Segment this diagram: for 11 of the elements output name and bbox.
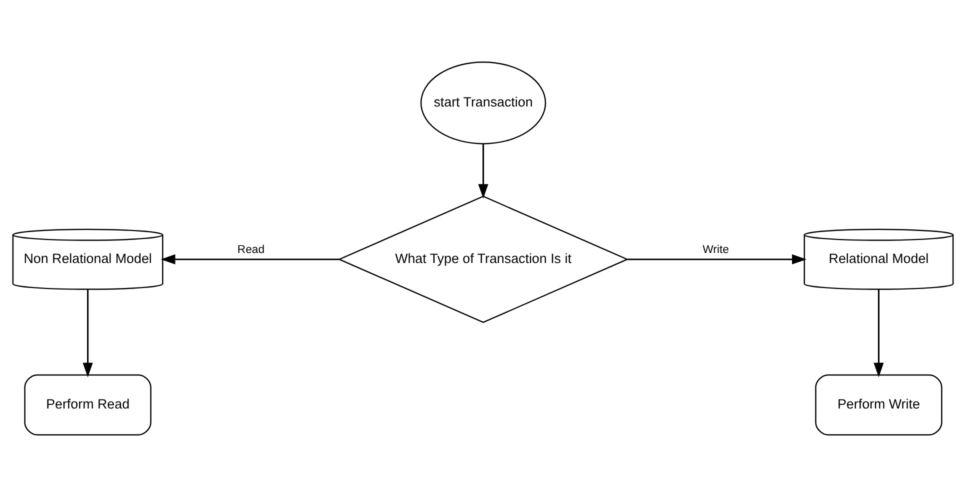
edge-label: Read [237,243,265,256]
arrow [478,144,488,198]
edge-label: Write [702,243,729,256]
arrow [627,254,806,264]
arrow [160,254,339,264]
node-box: Perform Read [24,374,152,435]
node-box: Perform Write [815,374,942,435]
node-ellipse: start Transaction [420,61,546,144]
arrow [82,288,93,377]
arrow [874,288,884,377]
node-diamond: What Type of Transaction Is it [338,195,629,322]
